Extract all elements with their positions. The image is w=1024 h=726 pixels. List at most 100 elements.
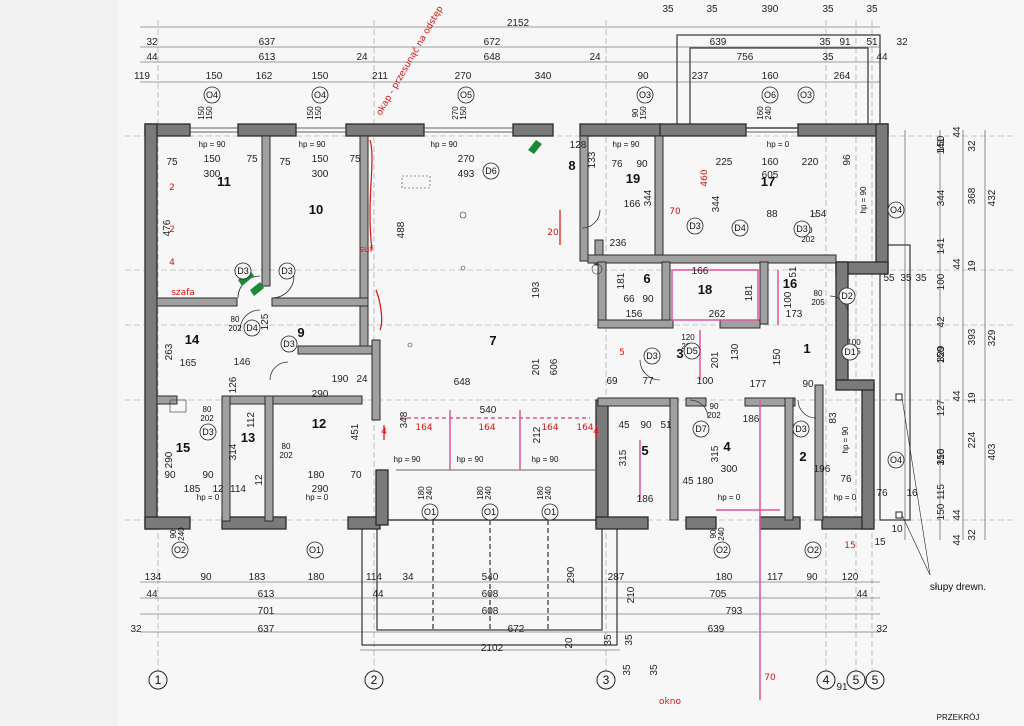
room-dimension: 344 [643, 189, 654, 206]
dimension-right-col4: 150 [936, 346, 947, 363]
dimension-top-row2: 756 [737, 52, 754, 63]
room-number: 12 [312, 416, 326, 431]
dimension-top-row2: 35 [822, 52, 834, 63]
door-symbol-circle [731, 219, 749, 237]
room-dimension: 290 [312, 484, 329, 495]
room-dimension: 300 [312, 169, 329, 180]
door-symbol-circle [692, 420, 710, 438]
dimension-bottom-row2: 44 [372, 589, 384, 600]
corner-label: PRZEKRÓJ [937, 713, 980, 722]
dimension-right-col5: 44 [952, 390, 963, 402]
dimension-top-edge: 390 [762, 4, 779, 15]
opening-size: 90 [709, 529, 718, 538]
sill-height-note: hp = 90 [394, 455, 421, 464]
pink-markups [400, 269, 780, 700]
room-dimension: 146 [234, 357, 251, 368]
overall-dimension-top: 2152 [507, 18, 530, 29]
dimension-right-col2: 19 [967, 392, 978, 404]
window-symbol-circle [311, 86, 329, 104]
window-symbol: O4 [206, 90, 218, 100]
door-symbol-circle [482, 162, 500, 180]
room-dimension: 173 [786, 309, 803, 320]
axis-marker: 1 [155, 673, 162, 687]
red-markups [369, 139, 597, 440]
window-symbol-circle [713, 541, 731, 559]
door-symbol-circle [683, 342, 701, 360]
room-number: 18 [698, 282, 712, 297]
dimension-top-row3: 264 [834, 71, 851, 82]
red-handwritten-mark: 20 [547, 228, 559, 238]
sill-height-note: hp = 90 [199, 140, 226, 149]
window-symbol: O2 [716, 545, 728, 555]
room-dimension: 51 [788, 266, 799, 278]
room-dimension: 186 [743, 414, 760, 425]
window-symbol: O4 [890, 205, 902, 215]
dimension-bottom-misc: 35 [649, 664, 660, 676]
window-symbol: O4 [314, 90, 326, 100]
room-dimension: 181 [616, 272, 627, 289]
door-symbol: D3 [646, 351, 658, 361]
opening-size: 80 [231, 315, 240, 324]
room-dimension: 263 [164, 343, 175, 360]
room-dimension: 300 [204, 169, 221, 180]
red-window-note: okno [659, 697, 681, 707]
room-dimension: 488 [396, 221, 407, 238]
door-symbol-circle [199, 423, 217, 441]
room-dimension: 100 [783, 291, 794, 308]
room-dimension: 70 [350, 470, 362, 481]
dimension-right-col2: 393 [967, 328, 978, 345]
room-number: 11 [217, 174, 231, 189]
axis-marker: 4 [823, 673, 830, 687]
dimension-right-col3: 329 [987, 329, 998, 346]
room-dimension: 12 [212, 484, 224, 495]
opening-size: 160 [756, 106, 765, 120]
dimension-bottom-row1: 120 [842, 572, 859, 583]
window-openings [190, 127, 798, 471]
room-dimension: 314 [228, 443, 239, 460]
room-dimension: 150 [772, 348, 783, 365]
room-dimension: 90 [642, 294, 654, 305]
window-symbol-circle [541, 503, 559, 521]
red-handwritten-mark: 2 [169, 183, 175, 193]
dimension-bottom-row2: 705 [710, 589, 727, 600]
window-symbol: O1 [544, 507, 556, 517]
opening-size: 80 [203, 405, 212, 414]
window-symbol: O2 [807, 545, 819, 555]
opening-size: 150 [306, 106, 315, 120]
window-symbol-circle [887, 201, 905, 219]
room-dimension: 270 [458, 154, 475, 165]
terrace-outline [361, 34, 911, 646]
misc-dimension: 76 [876, 488, 888, 499]
dimension-bottom-row1: 287 [608, 572, 625, 583]
room-dimension: 130 [730, 343, 741, 360]
dimension-top-row2: 44 [146, 52, 158, 63]
dimension-top-edge: 35 [706, 4, 718, 15]
dimension-top-row1: 32 [896, 37, 908, 48]
sill-height-note: hp = 90 [299, 140, 326, 149]
opening-size: 150 [314, 106, 323, 120]
misc-dimension: 55 [883, 273, 895, 284]
dimension-right-col1: 100 [936, 273, 947, 290]
room-dimension: 90 [164, 470, 176, 481]
dimension-bottom-misc: 35 [624, 634, 635, 646]
room-dimension: 125 [260, 313, 271, 330]
exterior-walls [144, 123, 889, 530]
dimension-right-col2: 32 [967, 140, 978, 152]
dimension-right-col2: 224 [967, 431, 978, 448]
dimension-bottom-misc: 35 [622, 664, 633, 676]
window-symbol: O1 [424, 507, 436, 517]
axis-marker-circle [846, 670, 866, 690]
sill-height-note: hp = 90 [532, 455, 559, 464]
opening-size: 202 [801, 235, 815, 244]
opening-size: 90 [169, 529, 178, 538]
dimension-right-col1: 344 [936, 189, 947, 206]
dimension-right-col4: 150 [936, 135, 947, 152]
room-dimension: 300 [721, 464, 738, 475]
dimension-right-col4: 150 [936, 503, 947, 520]
room-number: 13 [241, 430, 255, 445]
room-dimension: 605 [762, 170, 779, 181]
window-symbol-circle [804, 541, 822, 559]
room-dimension: 112 [246, 412, 257, 428]
